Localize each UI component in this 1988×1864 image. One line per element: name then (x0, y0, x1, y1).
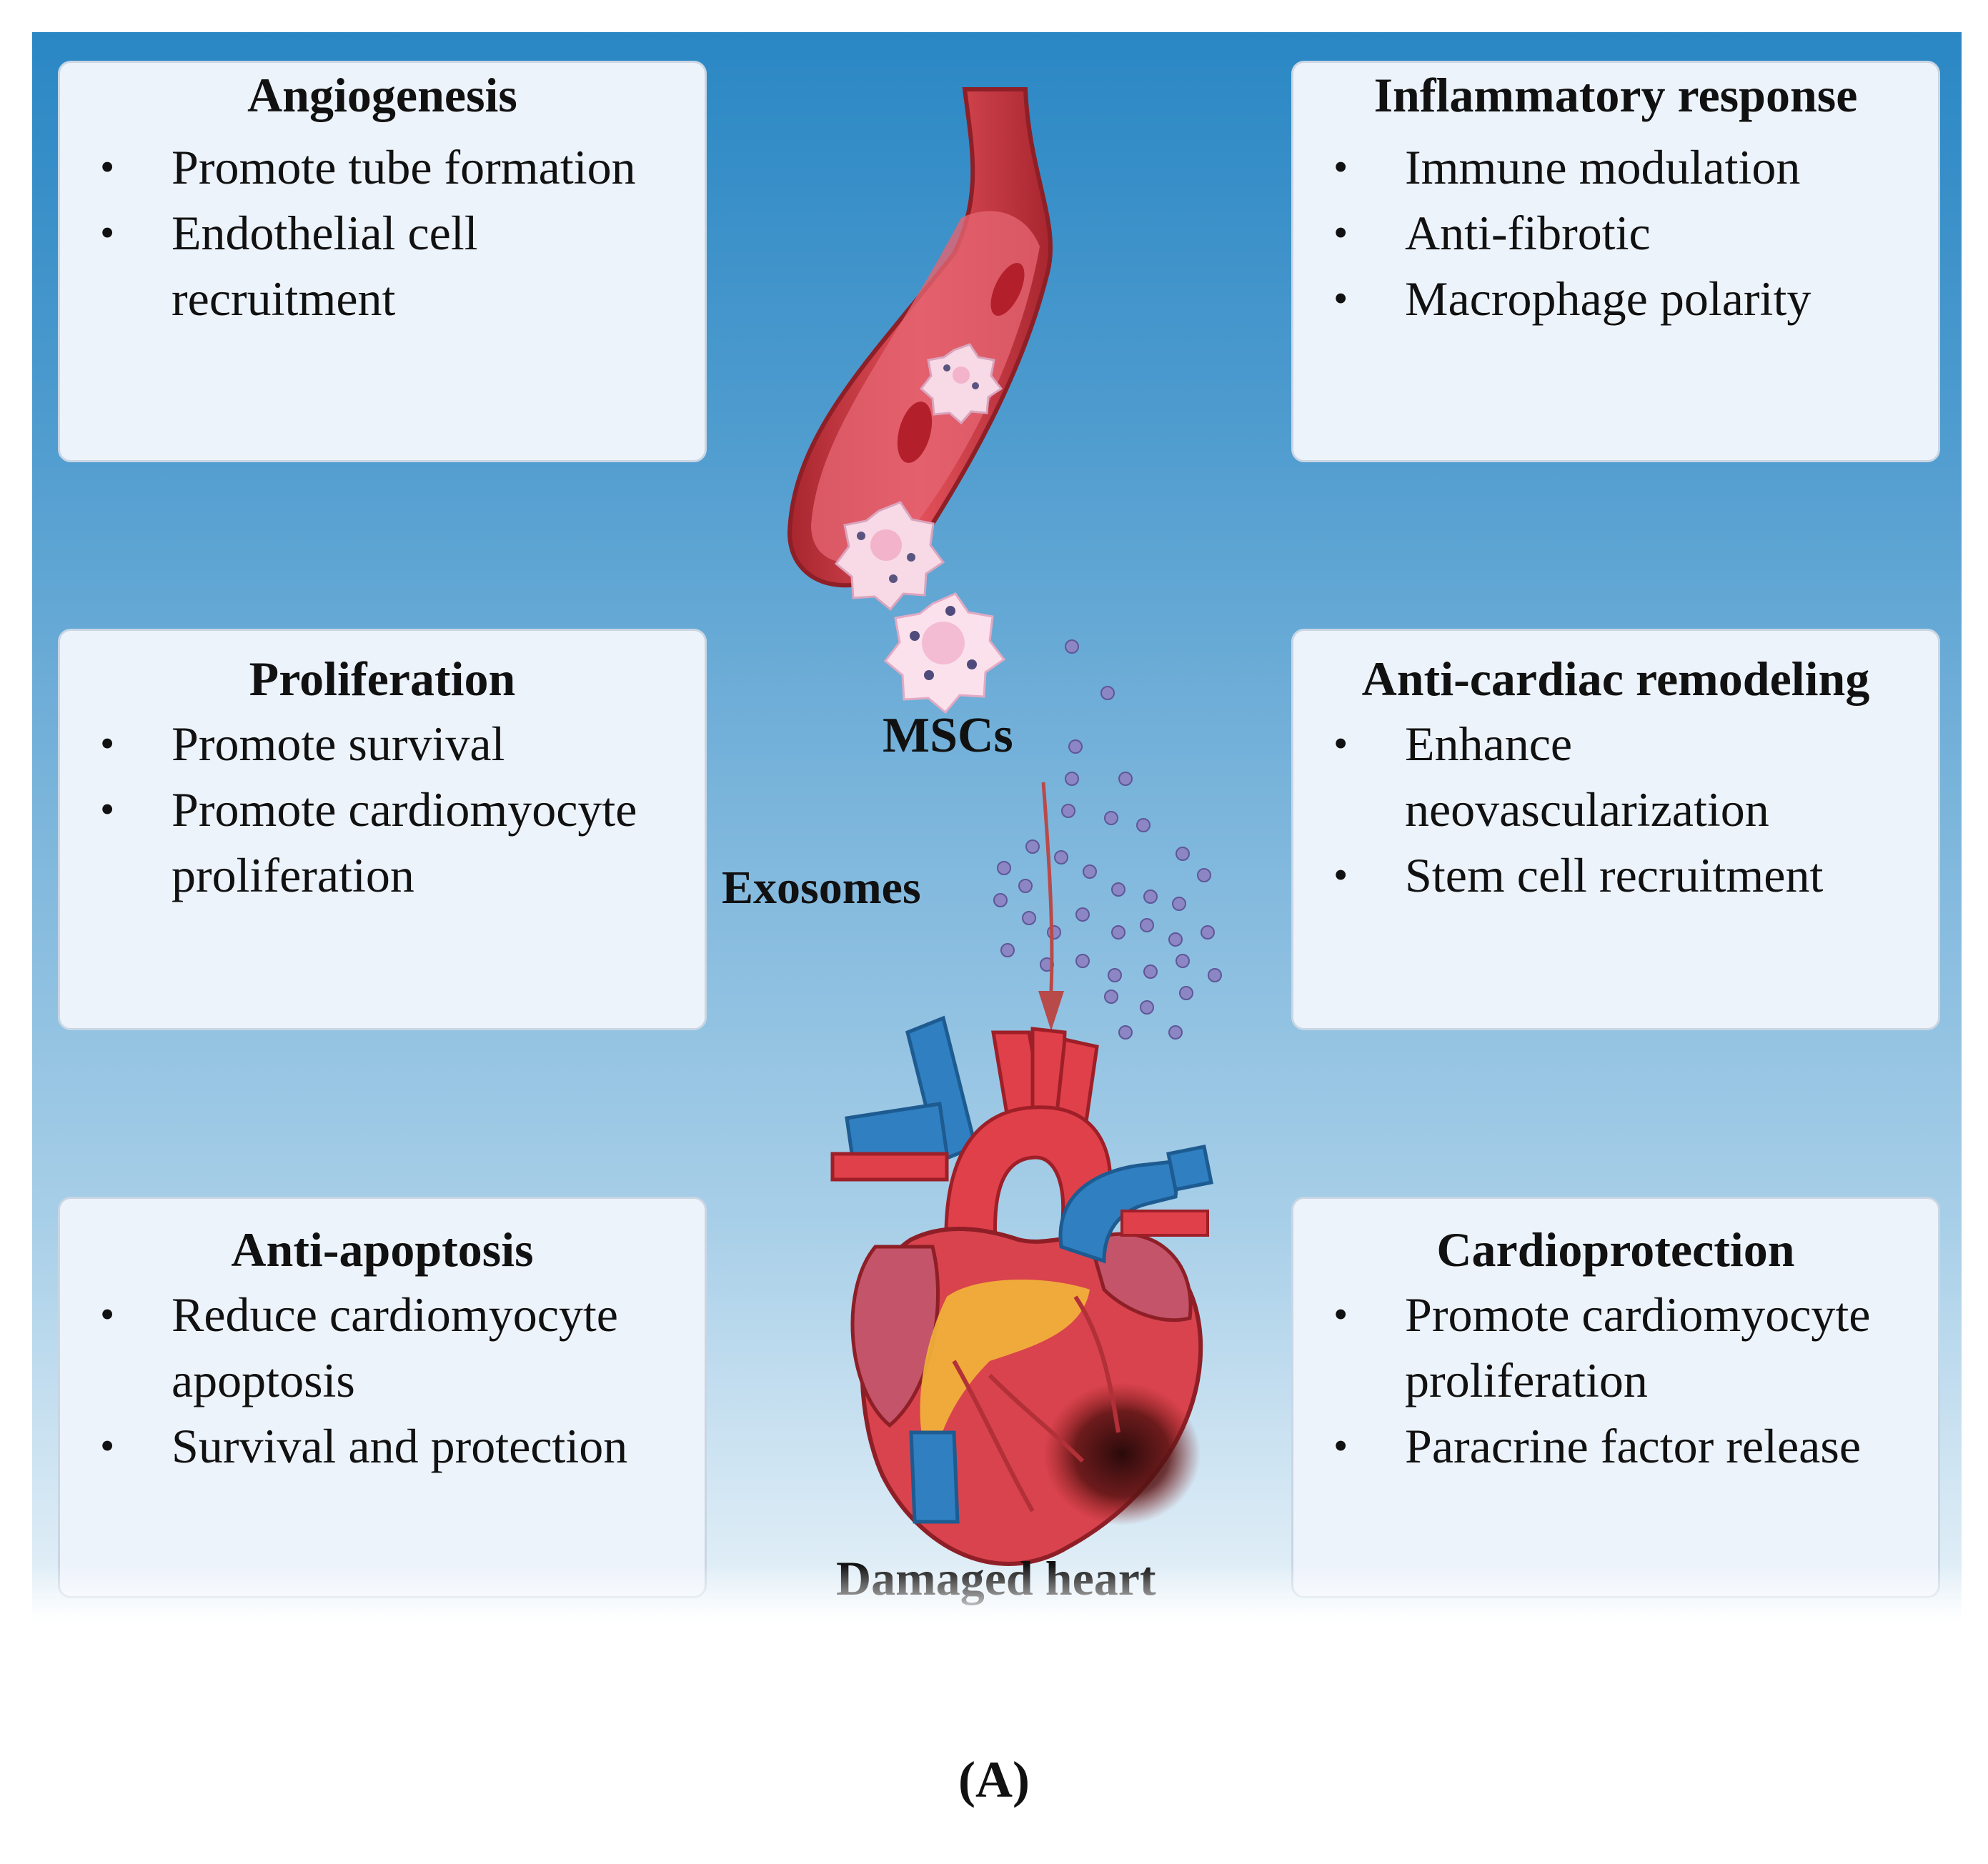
list-item: Endothelial cell recruitment (73, 200, 692, 332)
box-list: Reduce cardiomyocyte apoptosis Survival … (73, 1282, 692, 1479)
box-title: Cardioprotection (1436, 1222, 1795, 1277)
box-title: Inflammatory response (1373, 68, 1858, 122)
exosome-icon (1065, 639, 1079, 654)
box-title: Anti-cardiac remodeling (1361, 652, 1870, 706)
exosome-icon (1054, 850, 1068, 864)
exosome-icon (1168, 932, 1183, 947)
box-title: Anti-apoptosis (231, 1222, 534, 1277)
exosome-icon (1104, 811, 1118, 825)
exosome-icon (993, 893, 1008, 907)
exosome-icon (1111, 882, 1125, 897)
list-item: Macrophage polarity (1306, 266, 1925, 332)
exosome-icon (1201, 925, 1215, 940)
list-item: Immune modulation (1306, 134, 1925, 200)
exosome-icon (1075, 954, 1090, 968)
exosome-icon (1176, 847, 1190, 861)
list-item: Promote cardiomyocyte proliferation (1306, 1282, 1925, 1413)
exosome-icon (1136, 818, 1150, 832)
exosome-icon (1208, 968, 1222, 982)
mscs-label: MSCs (883, 708, 1013, 763)
exosome-icon (997, 861, 1011, 875)
box-angiogenesis: Angiogenesis Promote tube formation Endo… (58, 61, 707, 462)
exosome-icon (1197, 868, 1211, 882)
box-proliferation: Proliferation Promote survival Promote c… (58, 629, 707, 1030)
box-title: Proliferation (249, 652, 516, 706)
cell-icon (834, 501, 945, 612)
exosome-icon (1083, 864, 1097, 879)
box-anti-apoptosis: Anti-apoptosis Reduce cardiomyocyte apop… (58, 1197, 707, 1598)
exosome-icon (1061, 804, 1075, 818)
box-anti-cardiac-remodeling: Anti-cardiac remodeling Enhance neovascu… (1291, 629, 1940, 1030)
exosome-icon (1176, 954, 1190, 968)
exosome-icon (1140, 1000, 1154, 1015)
blood-vessel-icon (787, 87, 1053, 612)
list-item: Paracrine factor release (1306, 1413, 1925, 1479)
illustration-layer (787, 87, 1222, 1566)
box-inflammatory-response: Inflammatory response Immune modulation … (1291, 61, 1940, 462)
arrow-icon (1038, 782, 1064, 1031)
exosome-cluster (993, 639, 1222, 1040)
list-item: Promote cardiomyocyte proliferation (73, 777, 692, 908)
exosome-icon (1118, 772, 1133, 786)
exosome-icon (1000, 943, 1015, 957)
list-item: Stem cell recruitment (1306, 842, 1925, 908)
list-item: Promote survival (73, 711, 692, 777)
exosome-icon (1168, 1025, 1183, 1040)
msc-cell-icon (883, 592, 1006, 714)
exosome-icon (1118, 1025, 1133, 1040)
exosome-icon (1065, 772, 1079, 786)
exosome-icon (1018, 879, 1033, 893)
exosome-icon (1179, 986, 1193, 1000)
cell-icon (919, 343, 1003, 425)
box-list: Enhance neovascularization Stem cell rec… (1306, 711, 1925, 908)
exosome-icon (1140, 918, 1154, 932)
exosome-icon (1075, 907, 1090, 922)
exosome-icon (1047, 925, 1061, 940)
figure-caption: (A) (958, 1751, 1030, 1808)
list-item: Reduce cardiomyocyte apoptosis (73, 1282, 692, 1413)
exosome-icon (1143, 965, 1158, 979)
box-title: Angiogenesis (247, 68, 517, 122)
exosome-icon (1068, 739, 1083, 754)
exosome-icon (1111, 925, 1125, 940)
box-list: Promote survival Promote cardiomyocyte p… (73, 711, 692, 908)
damaged-heart-label: Damaged heart (836, 1551, 1156, 1605)
exosomes-label: Exosomes (722, 862, 921, 914)
list-item: Promote tube formation (73, 134, 692, 200)
exosome-icon (1143, 889, 1158, 904)
box-list: Promote tube formation Endothelial cell … (73, 134, 692, 332)
exosome-icon (1104, 990, 1118, 1004)
exosome-icon (1022, 911, 1036, 925)
list-item: Enhance neovascularization (1306, 711, 1925, 842)
box-list: Immune modulation Anti-fibrotic Macropha… (1306, 134, 1925, 332)
exosome-icon (1108, 968, 1122, 982)
list-item: Anti-fibrotic (1306, 200, 1925, 266)
exosome-icon (1100, 686, 1115, 700)
list-item: Survival and protection (73, 1413, 692, 1479)
exosome-icon (1025, 839, 1040, 854)
figure-panel: Angiogenesis Promote tube formation Endo… (32, 32, 1962, 1622)
box-cardioprotection: Cardioprotection Promote cardiomyocyte p… (1291, 1197, 1940, 1598)
box-list: Promote cardiomyocyte proliferation Para… (1306, 1282, 1925, 1479)
exosome-icon (1172, 897, 1186, 911)
heart-icon (830, 1015, 1213, 1566)
